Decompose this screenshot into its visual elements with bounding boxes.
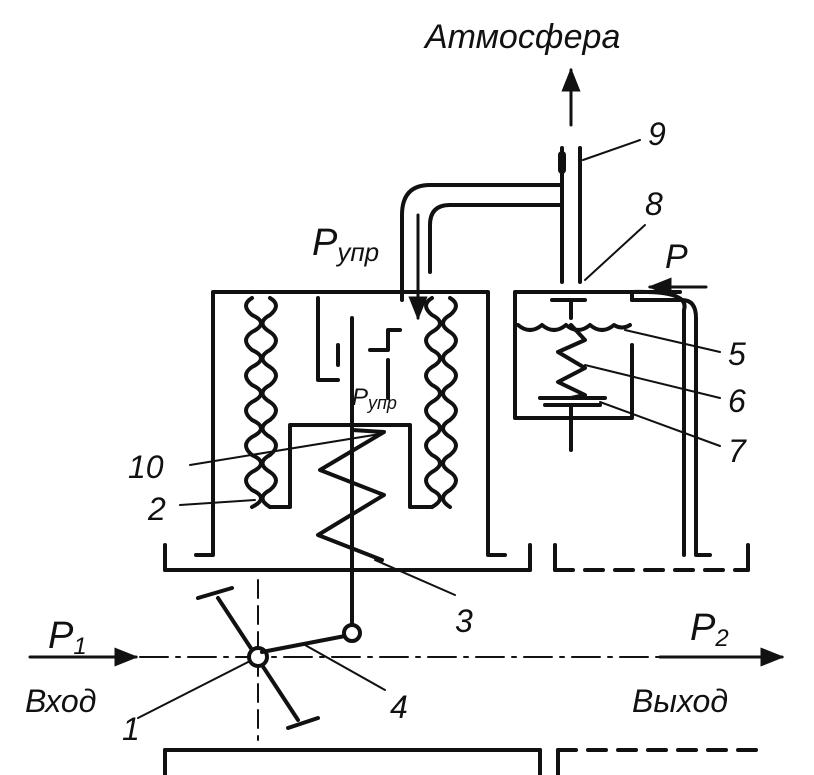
callout-8: 8 [645, 186, 663, 222]
callout-5: 5 [728, 336, 746, 372]
outlet-label: Выход [632, 683, 728, 719]
bellows-right-inner [441, 296, 458, 509]
control-pipe-inner [428, 203, 564, 274]
damper-blade-end-bottom [286, 716, 320, 730]
leader-7 [599, 401, 721, 447]
bellows-left-inner [260, 296, 278, 509]
leader-2 [179, 499, 256, 506]
actuator-housing [194, 290, 507, 557]
p-supply-label: P [665, 238, 688, 276]
p-control-inner-label: Pупр [352, 384, 397, 413]
inner-guide-cup [336, 328, 402, 367]
p-control-inner-symbol: P [352, 384, 368, 411]
leader-8 [584, 224, 646, 281]
leader-3 [374, 559, 456, 596]
callout-1: 1 [122, 711, 140, 747]
p-control-inner-subscript: упр [366, 393, 397, 413]
callout-10: 10 [128, 449, 164, 485]
leader-6 [584, 364, 721, 399]
p1-label: P1 [48, 615, 87, 660]
control-pipe-outer [400, 183, 564, 302]
callout-6: 6 [728, 383, 746, 419]
relay-supply-pipe-inner [630, 289, 687, 557]
p1-subscript: 1 [73, 633, 86, 660]
callout-9: 9 [648, 116, 666, 152]
p2-label: P2 [690, 607, 729, 652]
main-spring [316, 428, 386, 562]
damper-leader-1 [137, 656, 259, 719]
atmosphere-label: Атмосфера [423, 18, 620, 56]
leader-4 [304, 644, 386, 691]
bellows-left [244, 296, 263, 509]
p-control-top-subscript: упр [335, 237, 379, 267]
bellows-right [424, 296, 442, 509]
relay-spring [556, 323, 587, 400]
p-control-top-symbol: P [312, 222, 338, 264]
inner-guide-left [316, 296, 340, 382]
inlet-label: Вход [25, 683, 96, 719]
callout-4: 4 [390, 689, 408, 725]
p1-symbol: P [48, 615, 74, 657]
callout-3: 3 [455, 603, 473, 639]
lever-pin [342, 623, 362, 643]
damper-blade-end-top [196, 586, 234, 600]
p-control-top-label: Pупр [312, 222, 379, 267]
leader-9 [582, 139, 641, 161]
callout-2: 2 [147, 491, 166, 527]
callout-leaders [179, 139, 721, 691]
leader-10 [189, 433, 381, 466]
callout-7: 7 [728, 433, 747, 469]
lever-arm [260, 634, 347, 654]
leader-5 [624, 329, 721, 353]
p2-symbol: P [690, 607, 716, 649]
p2-subscript: 2 [714, 625, 728, 652]
